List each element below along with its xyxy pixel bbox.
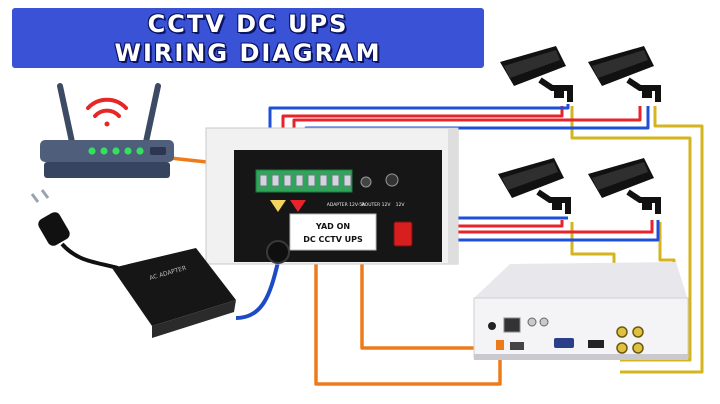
title-banner: CCTV DC UPS WIRING DIAGRAM bbox=[12, 8, 484, 68]
dvr-recorder bbox=[473, 262, 689, 360]
camera-4 bbox=[588, 158, 661, 214]
ups-label-line-2: DC CCTV UPS bbox=[303, 235, 363, 244]
power-adapter: AC ADAPTER bbox=[30, 189, 236, 338]
adapter-input-cable bbox=[60, 242, 119, 270]
wifi-router bbox=[40, 83, 174, 178]
ups-port-label-adapter: ADAPTER 12V-5A bbox=[327, 202, 366, 208]
title-line-2: WIRING DIAGRAM bbox=[114, 39, 382, 67]
ups-power-switch bbox=[393, 221, 413, 247]
terminal-block bbox=[255, 169, 353, 193]
terminal-screws bbox=[259, 174, 352, 187]
video-wire-cam2 bbox=[620, 106, 704, 374]
ups-port-label-router: ROUTER 12V bbox=[362, 202, 392, 208]
title-line-1: CCTV DC UPS bbox=[147, 10, 349, 38]
camera-3 bbox=[498, 158, 571, 214]
ups-label-plate bbox=[289, 213, 377, 251]
dc-ups-unit: ADAPTER 12V-5A ROUTER 12V 12V YAD ON DC … bbox=[205, 127, 459, 265]
camera-1 bbox=[500, 46, 573, 102]
adapter-output-cable bbox=[235, 261, 280, 320]
wifi-signal-icon bbox=[86, 97, 128, 127]
camera-2 bbox=[588, 46, 661, 102]
dvr-power-wire bbox=[314, 196, 502, 386]
ups-input-jack bbox=[266, 240, 290, 264]
dvr-rear-ports bbox=[488, 317, 604, 350]
ups-label-line-1: YAD ON bbox=[315, 222, 350, 231]
ups-port-label-12v: 12V bbox=[396, 202, 406, 208]
dvr-video-inputs bbox=[616, 326, 644, 354]
